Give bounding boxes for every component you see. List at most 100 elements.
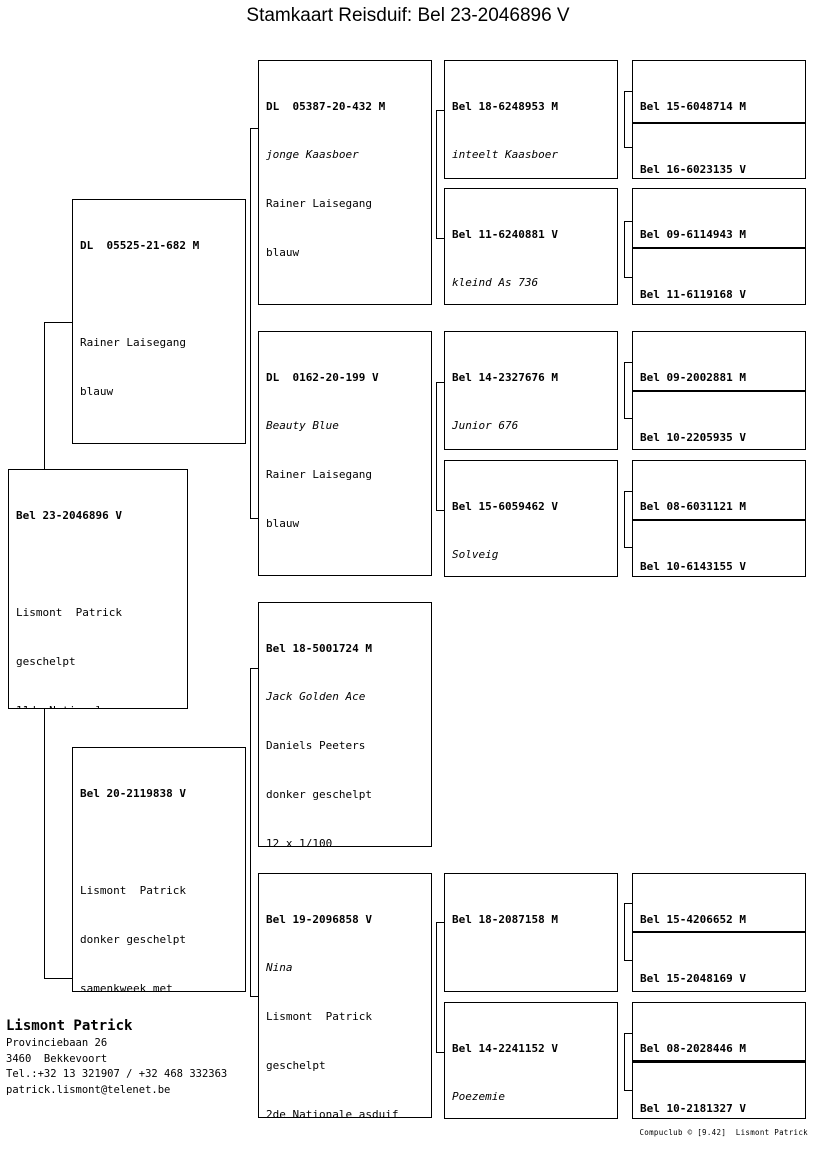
- connector-g3a-to-g4-1: [436, 238, 444, 239]
- connector-dam-to-g3c: [250, 668, 258, 669]
- pigeon-box-gen5-11[interactable]: Bel 10-2181327 V Verhaegen Patricia: [632, 1062, 806, 1119]
- connector-g4-3-to-g5-6: [624, 491, 632, 492]
- pigeon-box-gen5-9[interactable]: Bel 15-2048169 V Lismont Patrick: [632, 932, 806, 992]
- connector-g3b-to-g4-3: [436, 510, 444, 511]
- connector-sire-vertical: [250, 128, 251, 518]
- pigeon-box-dam[interactable]: Bel 20-2119838 V Lismont Patrick donker …: [72, 747, 246, 992]
- connector-g4-3-vertical: [624, 491, 625, 547]
- pigeon-box-gen5-3[interactable]: Bel 11-6119168 V dochter As 736 Gaston V…: [632, 248, 806, 305]
- owner-phone: Tel.:+32 13 321907 / +32 468 332363: [6, 1068, 228, 1080]
- connector-g3d-vertical: [436, 922, 437, 1052]
- pigeon-nickname: Jack Golden Ace: [266, 690, 366, 704]
- pigeon-nickname: Nina: [266, 961, 293, 975]
- pigeon-box-gen5-5[interactable]: Bel 10-2205935 V Deliana Veulemans / Per…: [632, 391, 806, 450]
- pigeon-box-gen4-3[interactable]: Bel 15-6059462 V Solveig B & N Van Oecke…: [444, 460, 618, 577]
- connector-g4-5-to-g5-10: [624, 1033, 632, 1034]
- connector-dam-to-g3d: [250, 996, 258, 997]
- connector-g4-1-to-g5-2: [624, 221, 632, 222]
- pigeon-ring: Bel 20-2119838 V: [80, 786, 186, 800]
- connector-g4-4-to-g5-8: [624, 903, 632, 904]
- pigeon-ring: Bel 08-6031121 M: [640, 499, 746, 513]
- pigeon-ring: Bel 10-2181327 V: [640, 1101, 746, 1115]
- pigeon-detail-line: 11de Nationale: [16, 703, 181, 708]
- connector-g4-1-vertical: [624, 221, 625, 277]
- connector-g3d-to-g4-4: [436, 922, 444, 923]
- pigeon-detail-line: Rainer Laisegang: [80, 336, 186, 350]
- pigeon-ring: Bel 15-6059462 V: [452, 499, 558, 513]
- connector-g3b-to-g4-2: [436, 382, 444, 383]
- spacer: [80, 286, 239, 302]
- connector-sire-to-g3b: [250, 518, 258, 519]
- connector-g4-2-to-g5-4: [624, 362, 632, 363]
- page-title: Stamkaart Reisduif: Bel 23-2046896 V: [246, 5, 570, 26]
- pigeon-nickname: Beauty Blue: [266, 419, 339, 433]
- pigeon-box-gen3-0[interactable]: DL 05387-20-432 M jonge Kaasboer Rainer …: [258, 60, 432, 305]
- pigeon-detail-line: 2de Nationale asduif: [266, 1108, 399, 1118]
- spacer: [16, 556, 181, 572]
- pigeon-box-subject[interactable]: Bel 23-2046896 V Lismont Patrick geschel…: [8, 469, 188, 709]
- pigeon-box-gen5-10[interactable]: Bel 08-2028446 M Garfield Verhaegen Patr…: [632, 1002, 806, 1062]
- connector-subject-to-dam: [44, 978, 72, 979]
- spacer: [452, 960, 611, 976]
- connector-g4-2-vertical: [624, 362, 625, 418]
- pigeon-nickname: Poezemie: [452, 1090, 505, 1104]
- pigeon-box-gen5-7[interactable]: Bel 10-6143155 V Witty Geerinckx: [632, 520, 806, 577]
- connector-sire-to-g3a: [250, 128, 258, 129]
- pigeon-box-gen5-6[interactable]: Bel 08-6031121 M Gaston Jr B & N Van Oec…: [632, 460, 806, 520]
- pigeon-ring: Bel 15-6048714 M: [640, 99, 746, 113]
- pigeon-ring: Bel 18-5001724 M: [266, 641, 372, 655]
- connector-g4-2-to-g5-5: [624, 418, 632, 419]
- pigeon-detail-line: Lismont Patrick: [80, 884, 186, 898]
- pigeon-box-gen4-0[interactable]: Bel 18-6248953 M inteelt Kaasboer Gaston…: [444, 60, 618, 179]
- pigeon-box-gen4-5[interactable]: Bel 14-2241152 V Poezemie Verhaegen Patr…: [444, 1002, 618, 1119]
- pigeon-ring: Bel 14-2327676 M: [452, 370, 558, 384]
- pigeon-ring: Bel 15-2048169 V: [640, 971, 746, 985]
- connector-g3a-vertical: [436, 110, 437, 238]
- pigeon-ring: Bel 23-2046896 V: [16, 508, 122, 522]
- pigeon-box-sire[interactable]: DL 05525-21-682 M Rainer Laisegang blauw: [72, 199, 246, 444]
- connector-g4-0-to-g5-0: [624, 91, 632, 92]
- pigeon-nickname: Junior 676: [452, 419, 519, 433]
- pigeon-ring: Bel 19-2096858 V: [266, 912, 372, 926]
- pigeon-ring: Bel 08-2028446 M: [640, 1041, 746, 1055]
- pigeon-nickname: inteelt Kaasboer: [452, 148, 558, 162]
- pigeon-nickname: Solveig: [452, 548, 499, 562]
- connector-g4-1-to-g5-3: [624, 277, 632, 278]
- pigeon-box-gen3-2[interactable]: Bel 18-5001724 M Jack Golden Ace Daniels…: [258, 602, 432, 847]
- pigeon-box-gen5-1[interactable]: Bel 16-6023135 V Gaston Van de Wouwer: [632, 123, 806, 179]
- pigeon-ring: Bel 10-6143155 V: [640, 559, 746, 573]
- pigeon-detail-line: Rainer Laisegang: [266, 468, 372, 482]
- owner-email: patrick.lismont@telenet.be: [6, 1083, 171, 1096]
- pigeon-detail-line: geschelpt: [266, 1059, 326, 1073]
- pigeon-box-gen3-1[interactable]: DL 0162-20-199 V Beauty Blue Rainer Lais…: [258, 331, 432, 576]
- pigeon-nickname: kleind As 736: [452, 276, 539, 290]
- pigeon-ring: Bel 16-6023135 V: [640, 162, 746, 176]
- pigeon-detail-line: Rainer Laisegang: [266, 197, 372, 211]
- pigeon-box-gen4-1[interactable]: Bel 11-6240881 V kleind As 736 Gaston Va…: [444, 188, 618, 305]
- connector-g4-5-to-g5-11: [624, 1090, 632, 1091]
- pigeon-box-gen5-0[interactable]: Bel 15-6048714 M Gaston Van de Wouwer: [632, 60, 806, 123]
- pigeon-box-gen5-4[interactable]: Bel 09-2002881 M Junior: [632, 331, 806, 391]
- pigeon-box-gen4-2[interactable]: Bel 14-2327676 M Junior 676: [444, 331, 618, 450]
- owner-block: Lismont Patrick Provinciebaan 26 3460 Be…: [6, 1017, 266, 1098]
- connector-g4-0-to-g5-1: [624, 147, 632, 148]
- pigeon-ring: Bel 18-2087158 M: [452, 912, 558, 926]
- pigeon-detail-line: Lismont Patrick: [16, 606, 122, 620]
- owner-city: 3460 Bekkevoort: [6, 1052, 108, 1065]
- pigeon-detail-line: samenkweek met: [80, 982, 173, 992]
- pigeon-detail-line: Daniels Peeters: [266, 739, 366, 753]
- pigeon-box-gen3-3[interactable]: Bel 19-2096858 V Nina Lismont Patrick ge…: [258, 873, 432, 1118]
- pigeon-ring: DL 0162-20-199 V: [266, 370, 379, 384]
- pigeon-box-gen5-2[interactable]: Bel 09-6114943 M Zoon Annemie Wim Storms: [632, 188, 806, 248]
- pigeon-detail-line: donker geschelpt: [266, 788, 372, 802]
- pigeon-box-gen4-4[interactable]: Bel 18-2087158 M Lismont Patrick donker …: [444, 873, 618, 992]
- pigeon-box-gen5-8[interactable]: Bel 15-4206652 M De Swaef G: [632, 873, 806, 932]
- pigeon-ring: Bel 10-2205935 V: [640, 430, 746, 444]
- connector-g4-3-to-g5-7: [624, 547, 632, 548]
- owner-street: Provinciebaan 26: [6, 1037, 108, 1049]
- connector-g4-5-vertical: [624, 1033, 625, 1090]
- connector-g3b-vertical: [436, 382, 437, 510]
- pigeon-detail-line: geschelpt: [16, 655, 76, 669]
- pigeon-detail-line: blauw: [266, 517, 300, 531]
